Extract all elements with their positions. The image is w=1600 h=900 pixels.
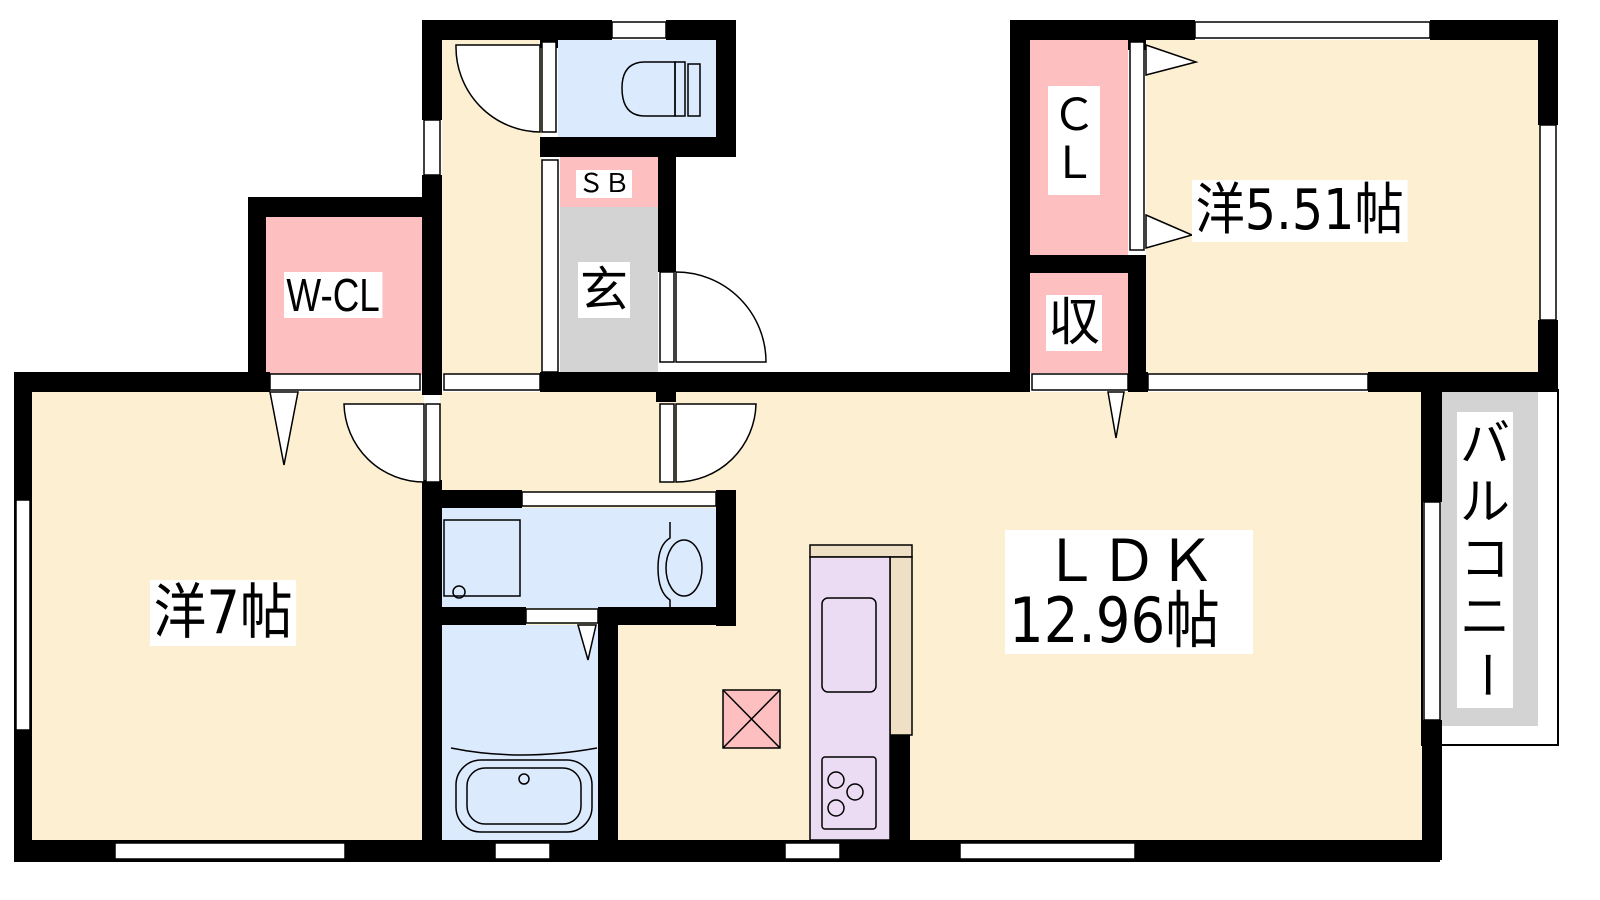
ldk-size: 12.96帖 — [1009, 584, 1220, 657]
toilet-fixture — [621, 61, 701, 117]
door-swings — [269, 43, 1199, 661]
western-551-label: 洋5.51帖 — [1192, 180, 1408, 242]
western-7-label: 洋7帖 — [150, 580, 297, 646]
shoe-box-label: ＳＢ — [576, 169, 633, 199]
bathroom-floor — [442, 625, 600, 841]
balcony-char: ニ — [1460, 587, 1510, 646]
balcony-label: バ ル コ ニ ー — [1456, 412, 1515, 708]
closet-label-line2: Ｌ — [1052, 138, 1096, 190]
balcony-char: ル — [1460, 472, 1510, 531]
windows — [15, 21, 1557, 860]
balcony-char: ー — [1456, 649, 1515, 700]
entrance-label: 玄 — [578, 262, 631, 318]
closet-label-line1: Ｃ — [1052, 90, 1096, 141]
storage-label: 収 — [1046, 293, 1103, 353]
ldk-name: ＬＤＫ — [1041, 527, 1216, 595]
toilet-floor — [558, 40, 716, 137]
balcony-char: バ — [1460, 415, 1510, 473]
walk-in-closet-label: W-CL — [284, 272, 383, 318]
balcony-char: コ — [1460, 530, 1510, 588]
walls — [14, 20, 1558, 862]
refrigerator-space-icon — [722, 689, 781, 749]
bathtub-fixture — [450, 747, 598, 833]
ldk-label: ＬＤＫ 12.96帖 — [1005, 530, 1253, 654]
washbasin-fixture — [443, 519, 703, 607]
closet-label: Ｃ Ｌ — [1048, 86, 1100, 195]
kitchen-counter — [809, 544, 913, 841]
